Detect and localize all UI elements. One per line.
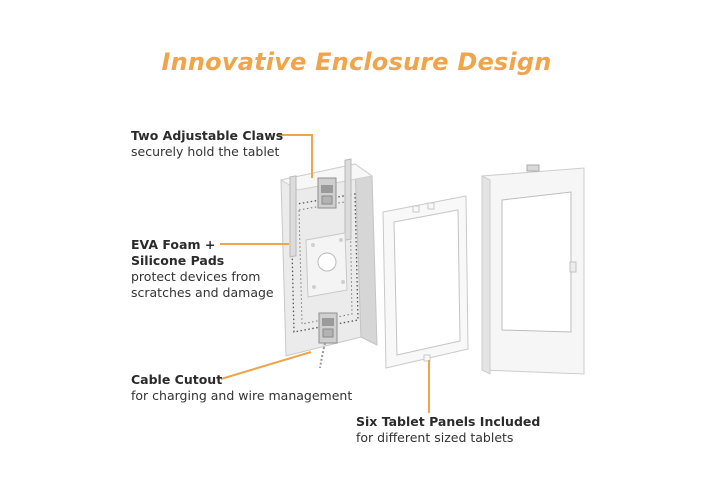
callout-panels: Six Tablet Panels Included for different… [356, 414, 540, 446]
cable-leader [220, 351, 312, 380]
back-plate [279, 158, 378, 369]
callout-foam-desc-2: scratches and damage [131, 285, 274, 300]
callout-foam: EVA Foam + Silicone Pads protect devices… [131, 237, 274, 301]
callout-panels-desc: for different sized tablets [356, 430, 514, 445]
bottom-claw [318, 312, 338, 344]
callout-cable: Cable Cutout for charging and wire manag… [131, 372, 352, 404]
callout-claws-heading: Two Adjustable Claws [131, 128, 284, 143]
callout-foam-desc-1: protect devices from [131, 269, 261, 284]
callout-claws-desc: securely hold the tablet [131, 144, 280, 159]
front-cover [481, 164, 585, 375]
callout-cable-heading: Cable Cutout [131, 372, 223, 387]
tablet-panel-frame [382, 195, 469, 369]
callout-foam-heading-1: EVA Foam + [131, 237, 216, 252]
callout-cable-desc: for charging and wire management [131, 388, 353, 403]
page-title: Innovative Enclosure Design [161, 48, 552, 76]
callout-foam-heading-2: Silicone Pads [131, 253, 225, 268]
top-claw [317, 177, 337, 209]
leader-lines [220, 134, 430, 413]
callout-panels-heading: Six Tablet Panels Included [356, 414, 541, 429]
claws-leader [279, 134, 313, 178]
callout-claws: Two Adjustable Claws securely hold the t… [131, 128, 283, 160]
